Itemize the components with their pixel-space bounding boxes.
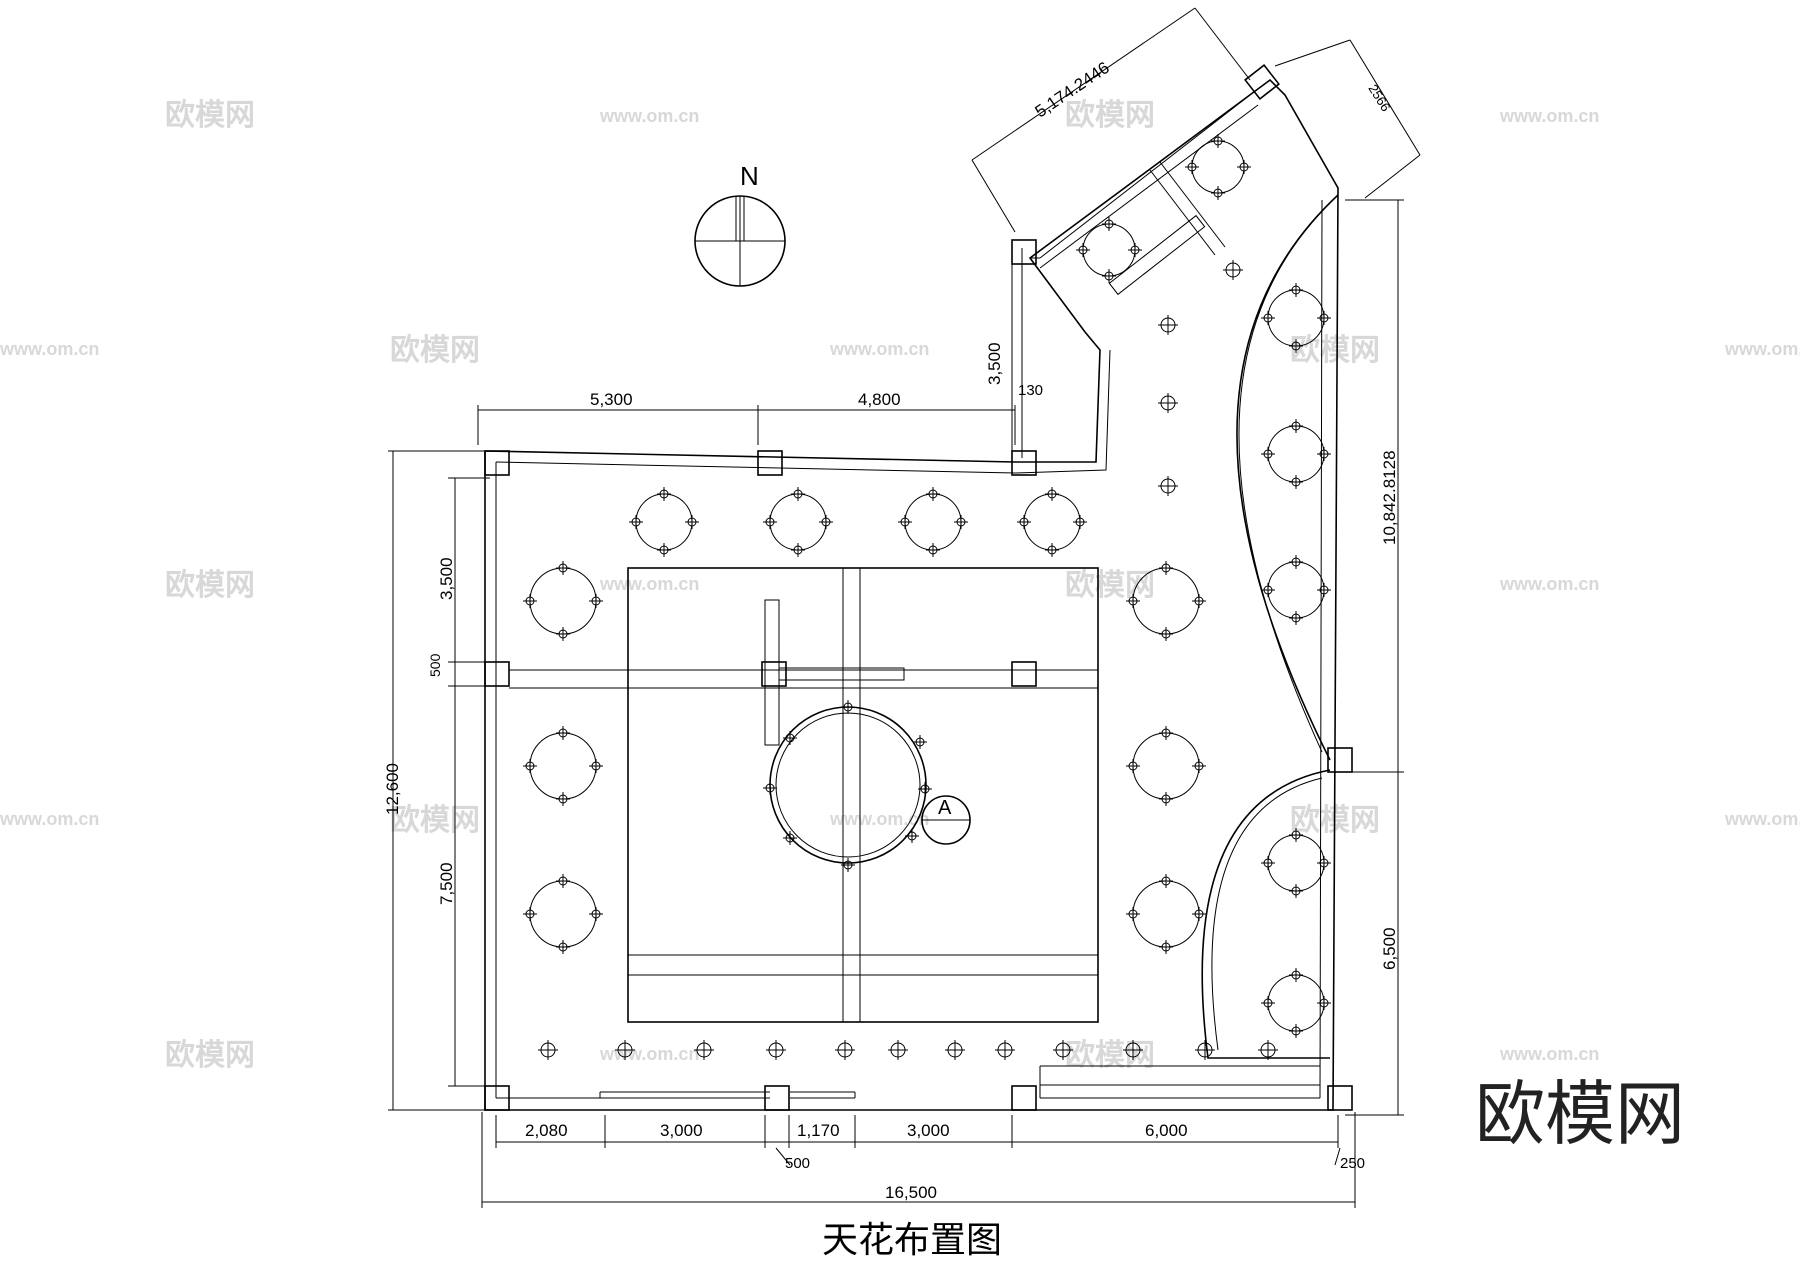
watermark-url: www.om.cn <box>599 1044 699 1064</box>
ceiling-light-cluster-icon <box>1185 134 1251 200</box>
ceiling-light-cluster-icon <box>1126 561 1206 641</box>
logo-watermark: 欧模网 <box>1475 1073 1685 1155</box>
ceiling-light-cluster-icon <box>763 487 833 557</box>
ceiling-light-cluster-icon <box>1261 419 1331 489</box>
dim-top-left: 5,300 <box>590 390 633 409</box>
watermark-url: www.om.cn <box>0 339 99 359</box>
north-arrow-icon: N <box>694 161 786 287</box>
ceiling-light-cluster-icon <box>1261 283 1331 353</box>
downlight-icon <box>1158 393 1178 413</box>
dim-bottom-c: 1,170 <box>797 1121 840 1140</box>
dim-bottom-b: 3,000 <box>660 1121 703 1140</box>
downlight-icon <box>945 1040 965 1060</box>
ceiling-light-cluster-icon <box>898 487 968 557</box>
watermark: 欧模网 <box>165 98 255 133</box>
ring-light-icon <box>783 731 797 745</box>
dim-left-total: 12,600 <box>383 763 402 815</box>
ring-light-icon <box>913 735 927 749</box>
ceiling-light-cluster-icon <box>523 561 603 641</box>
section-marker-a: A <box>921 795 971 845</box>
north-label: N <box>740 161 759 191</box>
dim-left-bottom: 7,500 <box>437 862 456 905</box>
ceiling-light-cluster-icon <box>1261 828 1331 898</box>
ceiling-light-cluster-icon <box>1076 217 1142 283</box>
dim-right-bottom: 6,500 <box>1380 927 1399 970</box>
dim-left-top: 3,500 <box>437 557 456 600</box>
ring-light-icon <box>841 858 855 872</box>
columns <box>484 64 1353 1111</box>
ring-light-icon <box>841 700 855 714</box>
dim-bottom-col: 500 <box>785 1155 810 1172</box>
dim-notch-vertical: 3,500 <box>985 342 1004 385</box>
downlight-icon <box>1158 315 1178 335</box>
watermark-url: www.om.cn <box>599 574 699 594</box>
downlight-icon <box>1053 1040 1073 1060</box>
ceiling-light-cluster-icon <box>629 487 699 557</box>
dim-bottom-a: 2,080 <box>525 1121 568 1140</box>
watermark-url: www.om.cn <box>1499 106 1599 126</box>
watermark-url: www.om.cn <box>0 809 99 829</box>
ring-light-icon <box>905 829 919 843</box>
downlight-icon <box>766 1040 786 1060</box>
ceiling-light-cluster-icon <box>523 874 603 954</box>
dim-top-mid: 4,800 <box>858 390 901 409</box>
dim-bottom-e: 6,000 <box>1145 1121 1188 1140</box>
dim-bottom-right-col: 250 <box>1340 1155 1365 1172</box>
downlight-icon <box>1158 476 1178 496</box>
watermark-url: www.om.cn <box>1724 809 1800 829</box>
walls <box>484 78 1339 1111</box>
downlight-icon <box>1123 1040 1143 1060</box>
central-ceiling-panel <box>509 567 1099 1023</box>
downlight-icon <box>694 1040 714 1060</box>
ceiling-light-cluster-icon <box>1126 726 1206 806</box>
ceiling-light-cluster-icon <box>1261 555 1331 625</box>
ceiling-light-clusters <box>523 134 1331 1038</box>
ceiling-light-cluster-icon <box>523 726 603 806</box>
ring-light-icon <box>763 781 777 795</box>
watermark-url: www.om.cn <box>829 809 929 829</box>
downlight-icon <box>615 1040 635 1060</box>
dimensions: 5,300 4,800 130 3,500 12,600 3,500 500 7… <box>383 7 1421 1208</box>
watermark: 欧模网 <box>390 333 480 368</box>
downlight-icon <box>1258 1040 1278 1060</box>
watermark-url: www.om.cn <box>599 106 699 126</box>
watermark-layer: 欧模网 www.om.cn 欧模网 www.om.cn www.om.cn 欧模… <box>0 98 1800 1073</box>
ceiling-light-cluster-icon <box>1126 874 1206 954</box>
dim-notch-small: 130 <box>1018 382 1043 399</box>
watermark-url: www.om.cn <box>1499 574 1599 594</box>
downlight-icon <box>995 1040 1015 1060</box>
watermark: 欧模网 <box>1065 98 1155 133</box>
ceiling-light-cluster-icon <box>1017 487 1087 557</box>
dim-right-top: 10,842.8128 <box>1380 450 1399 545</box>
drawing-title: 天花布置图 <box>822 1220 1002 1261</box>
watermark-url: www.om.cn <box>1499 1044 1599 1064</box>
watermark: 欧模网 <box>1290 333 1380 368</box>
curved-walls <box>1108 161 1339 1059</box>
downlight-icon <box>888 1040 908 1060</box>
watermark: 欧模网 <box>165 568 255 603</box>
watermark-url: www.om.cn <box>1724 339 1800 359</box>
watermark: 欧模网 <box>1065 1038 1155 1073</box>
watermark: 欧模网 <box>1065 568 1155 603</box>
downlight-icon <box>538 1040 558 1060</box>
downlight-icon <box>1223 260 1243 280</box>
ceiling-light-cluster-icon <box>1261 968 1331 1038</box>
watermark: 欧模网 <box>165 1038 255 1073</box>
watermark-url: www.om.cn <box>829 339 929 359</box>
downlights <box>538 260 1278 1060</box>
dim-bottom-total: 16,500 <box>885 1183 937 1202</box>
watermark: 欧模网 <box>390 803 480 838</box>
dim-left-beam: 500 <box>427 653 443 677</box>
downlight-icon <box>835 1040 855 1060</box>
section-label: A <box>938 797 952 819</box>
dim-diagonal-short: 2566 <box>1365 82 1393 114</box>
downlight-icon <box>1195 1040 1215 1060</box>
dim-bottom-d: 3,000 <box>907 1121 950 1140</box>
ring-light-icon <box>918 782 932 796</box>
ring-light-icon <box>783 831 797 845</box>
